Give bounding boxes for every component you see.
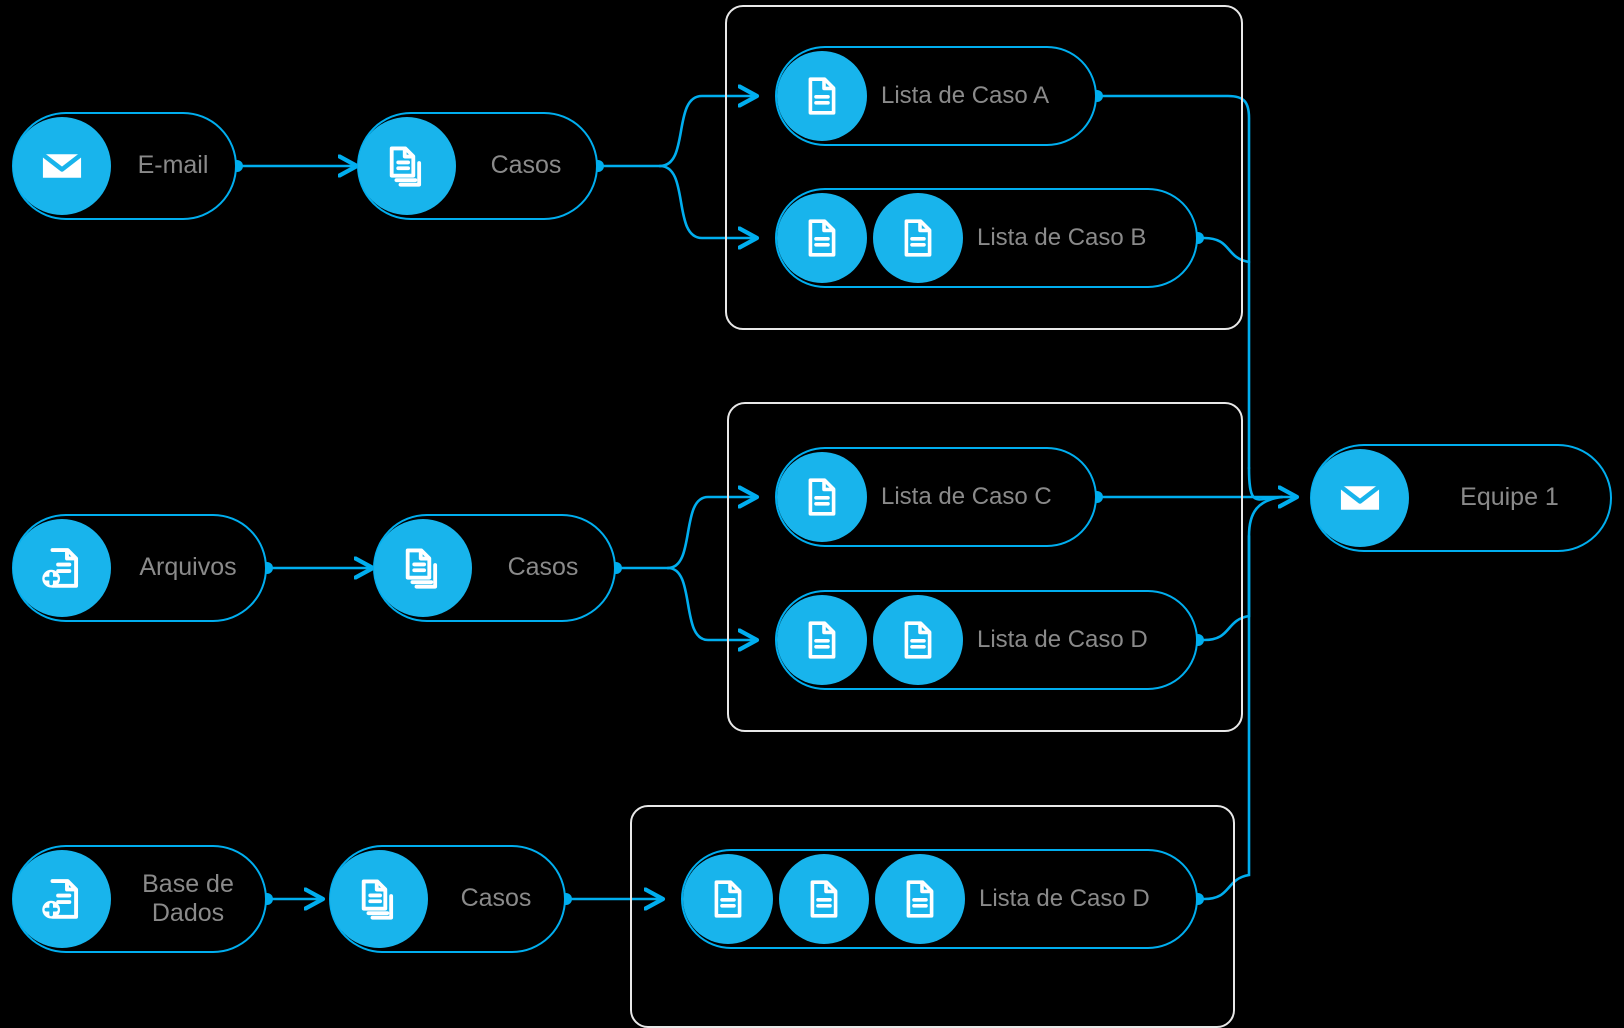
node-label: Lista de Caso C xyxy=(881,482,1052,510)
node-icons xyxy=(1311,449,1409,547)
node-icons xyxy=(683,854,965,944)
node-source-arquivos[interactable]: Arquivos xyxy=(12,514,267,622)
edge-casos1-to-listaB xyxy=(658,164,757,238)
edge-listaA-to-trunk xyxy=(1101,94,1251,470)
stacked-documents-icon xyxy=(330,850,428,948)
document-icon xyxy=(777,193,867,283)
node-icons xyxy=(13,519,111,617)
add-file-icon xyxy=(13,850,111,948)
node-label: E-mail xyxy=(137,151,209,180)
node-icons xyxy=(374,519,472,617)
node-process-casos-2[interactable]: Casos xyxy=(373,514,616,622)
node-output-lista-caso-d-row3[interactable]: Lista de Caso D xyxy=(681,849,1198,949)
node-destination-equipe-1[interactable]: Equipe 1 xyxy=(1310,444,1612,552)
edge-trunk-upper-join xyxy=(1247,466,1284,501)
edge-casos2-to-listaD xyxy=(666,566,757,640)
envelope-icon xyxy=(13,117,111,215)
node-label: Lista de Caso A xyxy=(881,81,1050,109)
add-file-icon xyxy=(13,519,111,617)
node-label: Lista de Caso D xyxy=(979,884,1150,912)
document-icon xyxy=(683,854,773,944)
group-box-row-2 xyxy=(727,402,1243,732)
document-icon xyxy=(777,595,867,685)
node-label: Casos xyxy=(490,151,562,180)
edge-casos1-to-listaA xyxy=(658,96,757,168)
document-icon xyxy=(873,595,963,685)
node-icons xyxy=(330,850,428,948)
envelope-icon xyxy=(1311,449,1409,547)
stacked-documents-icon xyxy=(358,117,456,215)
stacked-documents-icon xyxy=(374,519,472,617)
node-output-lista-caso-b[interactable]: Lista de Caso B xyxy=(775,188,1198,288)
node-process-casos-3[interactable]: Casos xyxy=(329,845,566,953)
edge-listaB-to-trunk xyxy=(1202,236,1251,264)
node-output-lista-caso-a[interactable]: Lista de Caso A xyxy=(775,46,1097,146)
document-icon xyxy=(777,452,867,542)
node-icons xyxy=(777,595,963,685)
edge-casos2-to-listaC xyxy=(666,497,757,570)
node-source-base-de-dados[interactable]: Base de Dados xyxy=(12,845,267,953)
node-icons xyxy=(777,452,867,542)
document-icon xyxy=(777,51,867,141)
node-icons xyxy=(358,117,456,215)
node-label: Equipe 1 xyxy=(1460,483,1559,512)
edge-listaD3-to-trunk xyxy=(1202,534,1251,901)
document-icon xyxy=(873,193,963,283)
document-icon xyxy=(875,854,965,944)
node-label: Arquivos xyxy=(139,553,237,582)
node-source-email[interactable]: E-mail xyxy=(12,112,237,220)
node-icons xyxy=(777,193,963,283)
node-label: Base de Dados xyxy=(142,869,234,928)
node-icons xyxy=(777,51,867,141)
node-label: Lista de Caso B xyxy=(977,223,1147,251)
group-box-row-3 xyxy=(630,805,1235,1028)
node-label: Casos xyxy=(460,884,532,913)
node-output-lista-caso-c[interactable]: Lista de Caso C xyxy=(775,447,1097,547)
node-icons xyxy=(13,117,111,215)
node-label: Casos xyxy=(507,553,579,582)
document-icon xyxy=(779,854,869,944)
group-box-row-1 xyxy=(725,5,1243,330)
node-output-lista-caso-d-row2[interactable]: Lista de Caso D xyxy=(775,590,1198,690)
node-process-casos-1[interactable]: Casos xyxy=(357,112,598,220)
node-label: Lista de Caso D xyxy=(977,625,1148,653)
node-icons xyxy=(13,850,111,948)
